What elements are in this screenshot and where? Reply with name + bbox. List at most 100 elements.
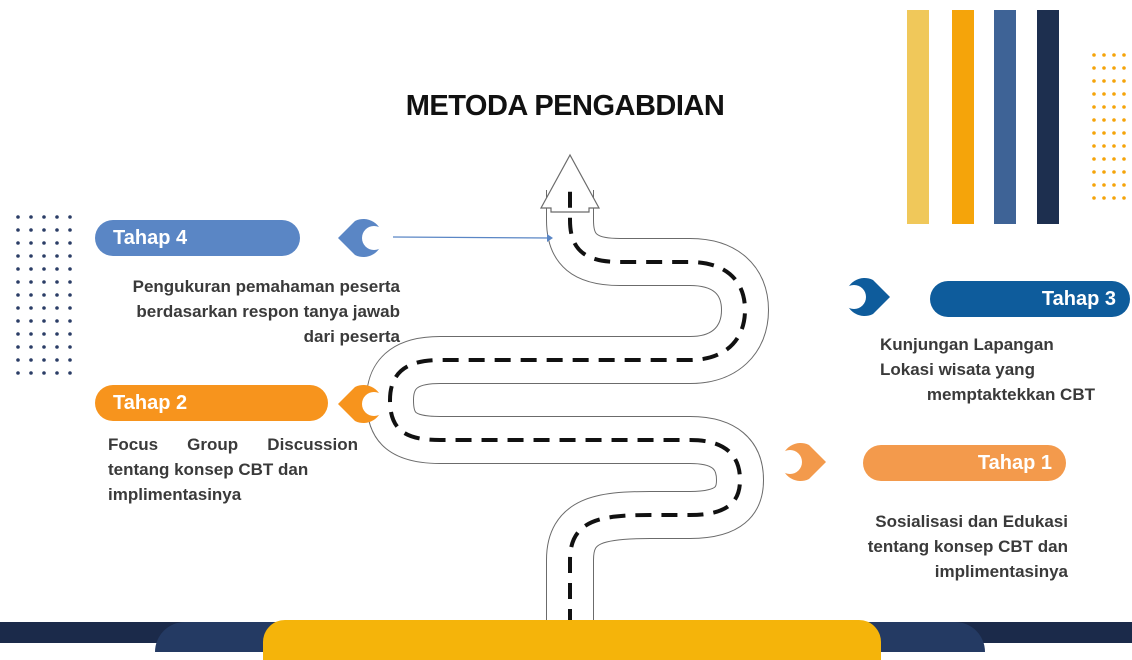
decor-dot <box>68 215 72 219</box>
decor-dot <box>1122 92 1126 96</box>
decor-dot <box>42 293 46 297</box>
decor-dot <box>1112 53 1116 57</box>
decor-dot <box>55 293 59 297</box>
decor-dot <box>1122 79 1126 83</box>
decor-dot <box>42 358 46 362</box>
decor-dot <box>68 319 72 323</box>
decor-dot <box>29 228 33 232</box>
decor-dot <box>1112 157 1116 161</box>
decor-dot <box>68 358 72 362</box>
decor-dot <box>16 280 20 284</box>
decor-dot <box>1112 183 1116 187</box>
decor-dot <box>1122 144 1126 148</box>
decor-dot <box>1092 183 1096 187</box>
decor-dot <box>55 345 59 349</box>
decor-dot <box>1102 79 1106 83</box>
decor-dot <box>1102 118 1106 122</box>
decor-dot <box>42 319 46 323</box>
tahap-4-description: Pengukuran pemahaman peserta berdasarkan… <box>132 277 400 346</box>
decor-dot <box>1092 144 1096 148</box>
decor-dot <box>1092 66 1096 70</box>
decor-bar-1 <box>907 10 929 224</box>
footer-highlight-band <box>263 620 881 660</box>
decor-dot <box>29 319 33 323</box>
decor-dot <box>1112 118 1116 122</box>
decor-dot <box>16 371 20 375</box>
tahap-3-description: Kunjungan Lapangan Lokasi wisata yang me… <box>880 335 1095 404</box>
decor-dot <box>29 306 33 310</box>
decor-dot <box>42 254 46 258</box>
decor-dot <box>42 267 46 271</box>
decor-dot <box>1102 131 1106 135</box>
tahap-2-label: Tahap 2 <box>113 392 188 414</box>
decor-dot <box>42 241 46 245</box>
decor-dot <box>1122 196 1126 200</box>
tahap-4-label: Tahap 4 <box>113 227 188 249</box>
decor-dot <box>55 280 59 284</box>
decor-dot <box>55 371 59 375</box>
decor-dot <box>1102 170 1106 174</box>
decor-dot <box>1112 66 1116 70</box>
decor-dot <box>29 241 33 245</box>
decor-dot <box>1122 53 1126 57</box>
decor-dot <box>42 371 46 375</box>
decor-dot <box>16 293 20 297</box>
decor-dot <box>1112 79 1116 83</box>
decor-dot <box>42 280 46 284</box>
decor-dot <box>29 254 33 258</box>
decor-dot <box>16 254 20 258</box>
decor-dot <box>1102 105 1106 109</box>
decor-bar-4 <box>1037 10 1059 224</box>
decor-dot <box>1122 157 1126 161</box>
decor-dot <box>1092 118 1096 122</box>
decor-dot <box>16 332 20 336</box>
tahap-3-pill: Tahap 3 <box>930 281 1130 317</box>
decor-dot <box>1092 131 1096 135</box>
decor-dot <box>55 306 59 310</box>
decor-dot <box>1122 66 1126 70</box>
decor-dot <box>1112 196 1116 200</box>
decor-dot <box>1102 157 1106 161</box>
decor-dot <box>1092 105 1096 109</box>
decor-dot <box>55 332 59 336</box>
decor-dot <box>29 345 33 349</box>
decor-dot <box>1092 157 1096 161</box>
decor-dot <box>16 306 20 310</box>
tahap-3-label: Tahap 3 <box>1041 288 1116 310</box>
decor-dot <box>16 241 20 245</box>
decor-dot <box>1122 105 1126 109</box>
decor-dot <box>1112 144 1116 148</box>
decor-dot <box>1092 79 1096 83</box>
decor-dot <box>16 358 20 362</box>
decor-dot <box>16 215 20 219</box>
decor-dot <box>68 293 72 297</box>
connector-line <box>392 236 551 239</box>
decor-dot <box>1122 183 1126 187</box>
decor-dot <box>68 371 72 375</box>
decor-dot <box>1122 118 1126 122</box>
decor-dot <box>68 280 72 284</box>
decor-dot <box>68 267 72 271</box>
decor-dot <box>68 228 72 232</box>
decor-dot <box>68 345 72 349</box>
location-pin-icon <box>778 443 826 481</box>
decor-dots-top-right <box>16 53 1126 375</box>
tahap-1-description: Sosialisasi dan Edukasi tentang konsep C… <box>867 512 1068 581</box>
location-pin-icon <box>842 278 890 316</box>
decor-dot <box>68 241 72 245</box>
decor-dot <box>42 345 46 349</box>
decor-dot <box>1112 92 1116 96</box>
decor-dot <box>1102 183 1106 187</box>
decor-dot <box>29 358 33 362</box>
decor-dot <box>16 345 20 349</box>
decor-dot <box>29 267 33 271</box>
decor-dot <box>68 254 72 258</box>
decor-dot <box>68 332 72 336</box>
decor-dot <box>16 267 20 271</box>
decor-dot <box>68 306 72 310</box>
decor-dot <box>16 228 20 232</box>
decor-dot <box>1112 170 1116 174</box>
decor-dot <box>1102 53 1106 57</box>
tahap-1-label: Tahap 1 <box>977 452 1052 474</box>
location-pin-icon <box>338 219 386 257</box>
